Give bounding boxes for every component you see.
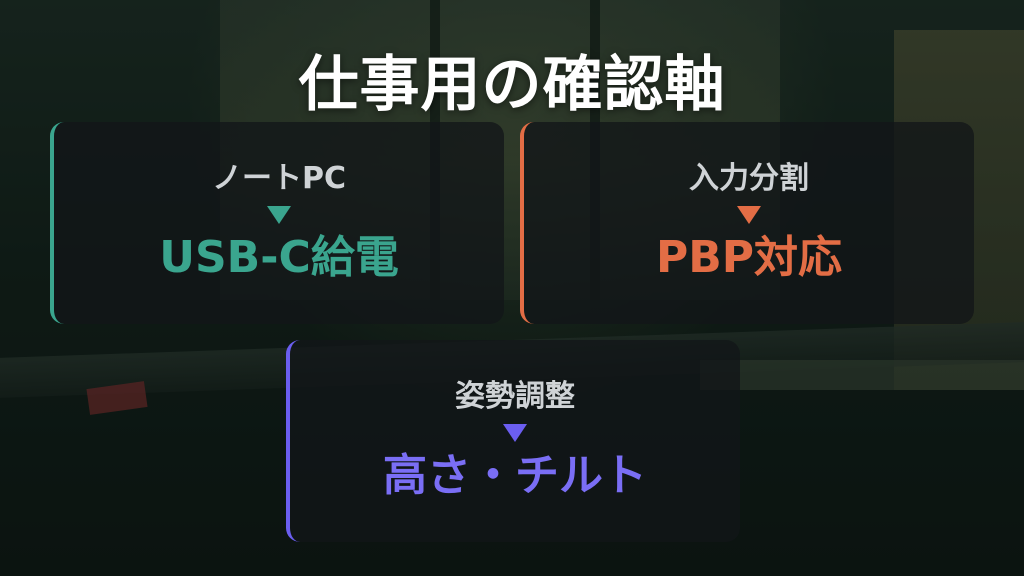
card-label: ノートPC	[211, 160, 346, 196]
card-value: PBP対応	[655, 231, 843, 283]
slide-title: 仕事用の確認軸	[298, 50, 726, 120]
card-value: USB-C給電	[159, 231, 399, 283]
card-label: 入力分割	[689, 160, 809, 196]
card-value: 高さ・チルト	[383, 449, 647, 501]
triangle-down-icon	[737, 205, 761, 224]
triangle-down-icon	[267, 205, 291, 224]
card-posture: 姿勢調整 高さ・チルト	[286, 340, 740, 542]
card-label: 姿勢調整	[455, 378, 575, 414]
card-input-split: 入力分割 PBP対応	[520, 122, 974, 324]
card-laptop: ノートPC USB-C給電	[50, 122, 504, 324]
background-desk-right	[700, 360, 1024, 390]
triangle-down-icon	[503, 423, 527, 442]
